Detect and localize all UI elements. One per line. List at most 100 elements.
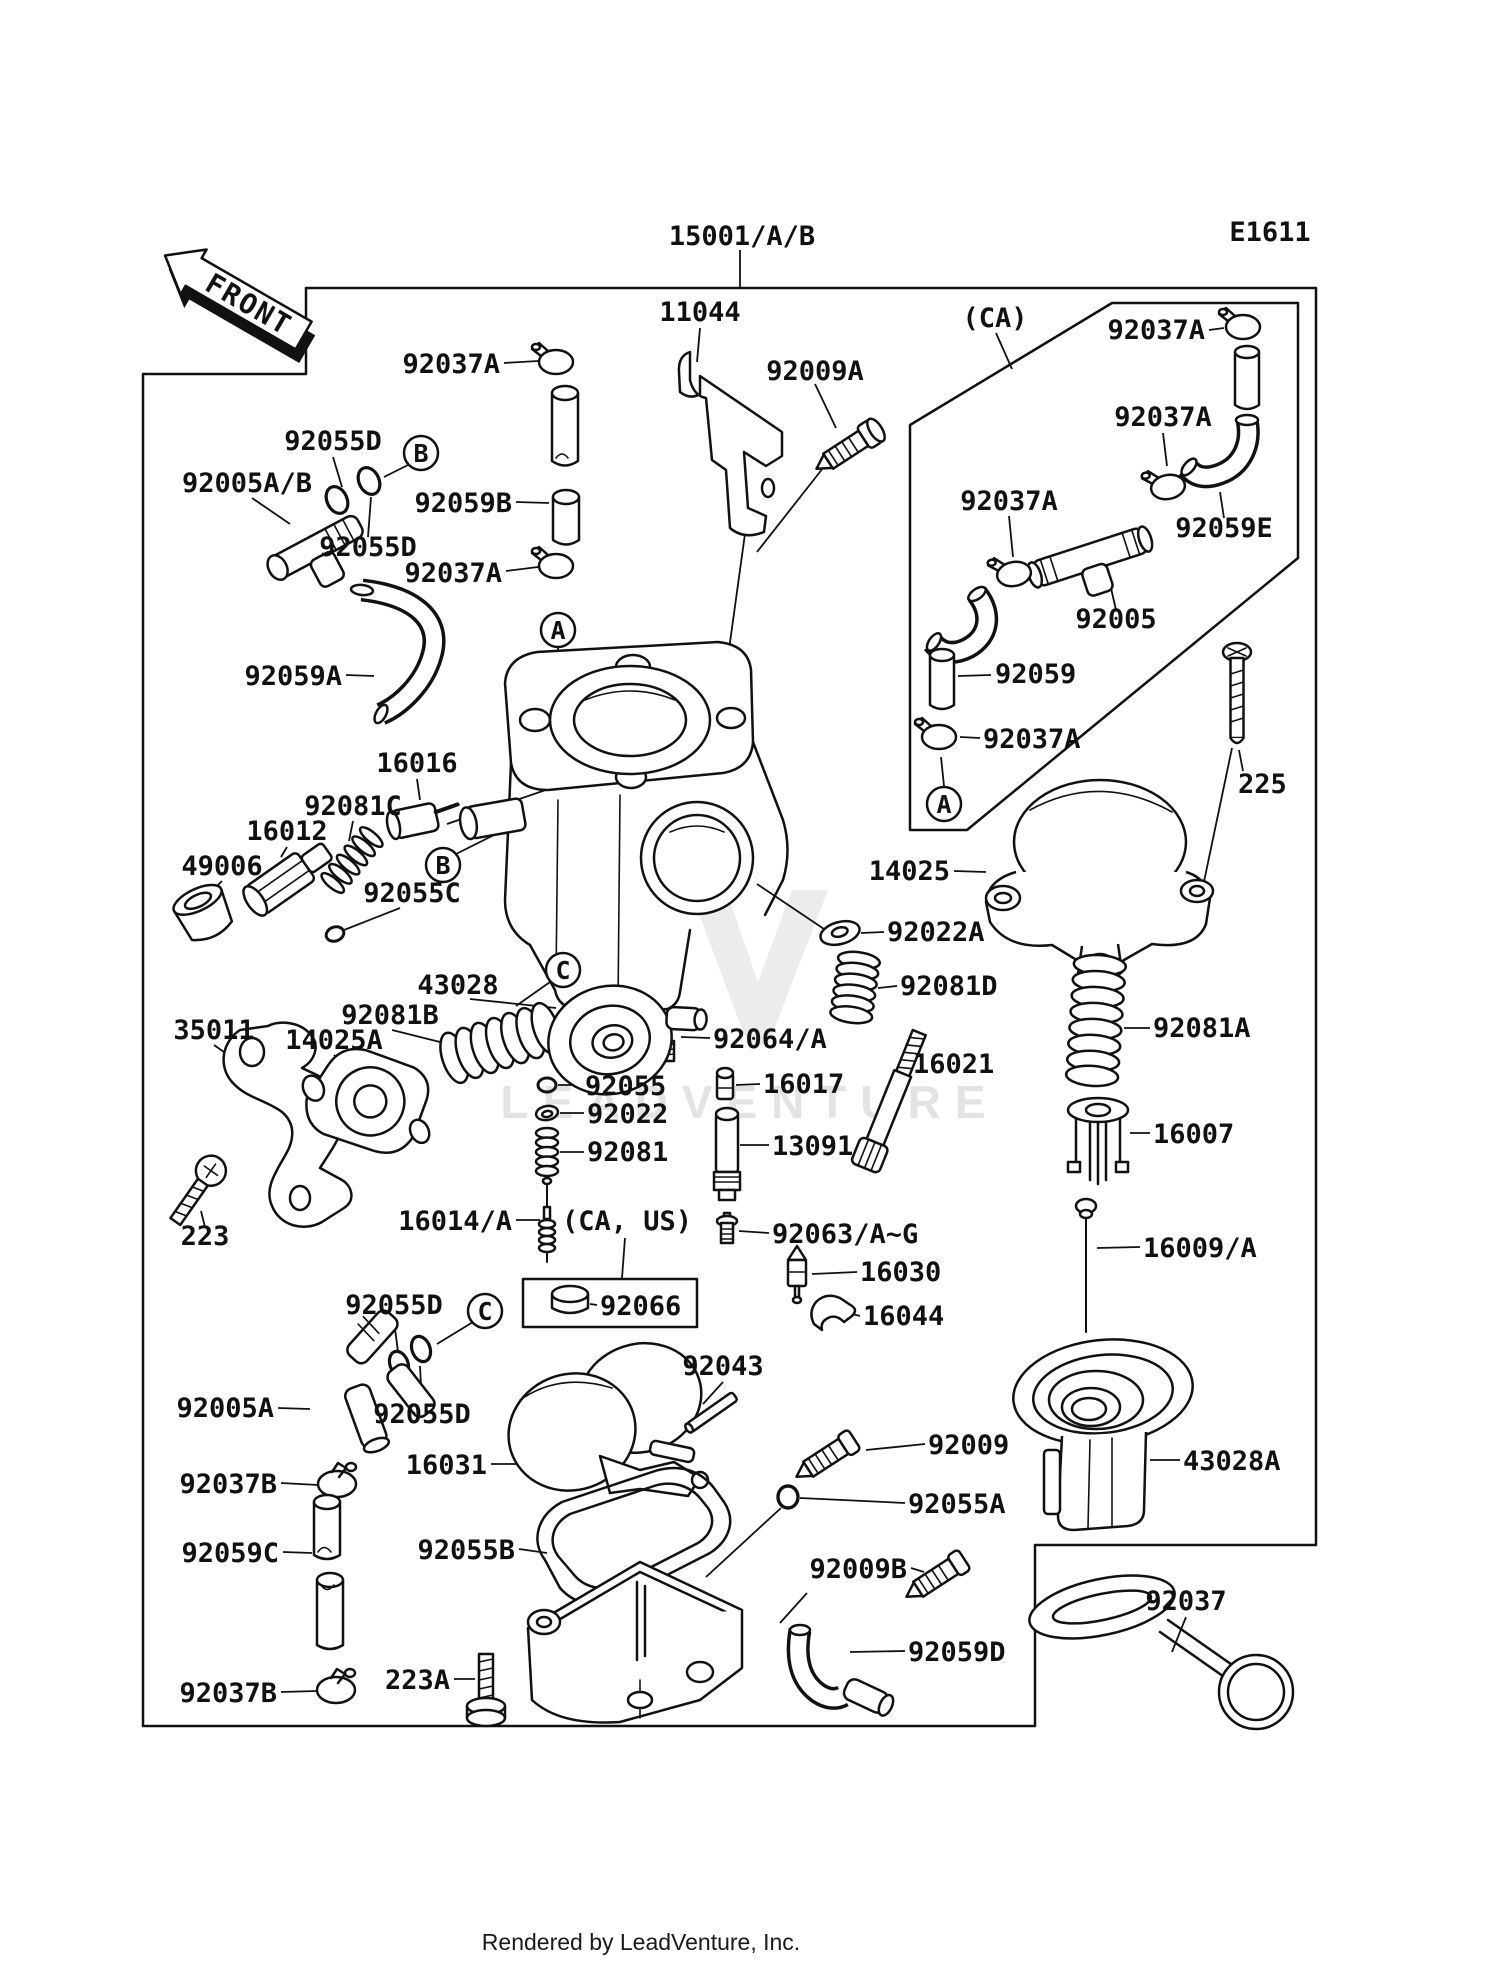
drawing-92066-plug [550, 1284, 590, 1315]
part-label-92059b: 92059B [414, 488, 512, 519]
part-label-92022: 92022 [587, 1099, 668, 1130]
part-label-92081: 92081 [587, 1137, 668, 1168]
part-label-92005: 92005 [1075, 604, 1156, 635]
part-label-92037a-4: 92037A [1114, 402, 1212, 433]
oring-92055d-4 [409, 1334, 433, 1364]
part-label-92055a: 92055A [908, 1489, 1006, 1520]
part-label-92037a-1: 92037A [402, 349, 500, 380]
fiche-code: E1611 [1229, 217, 1310, 248]
drawing-92009-screw [795, 1429, 861, 1479]
clamp-92037a-4 [1140, 469, 1187, 501]
part-label-92066: 92066 [600, 1291, 681, 1322]
leadventure-logo-icon [690, 890, 828, 1045]
part-label-92055d-4: 92055D [373, 1399, 471, 1430]
part-label-92081a: 92081A [1153, 1013, 1251, 1044]
drawing-92022a-washer [819, 919, 861, 947]
drawing-92059e-hose [1178, 413, 1260, 489]
part-label-92037a-5: 92037A [960, 486, 1058, 517]
part-label-92055b: 92055B [417, 1535, 515, 1566]
drawing-92059-tube [928, 647, 956, 711]
part-label-92059a: 92059A [244, 661, 342, 692]
part-label-92055d-2: 92055D [319, 532, 417, 563]
callout-circle-a-1: A [539, 611, 577, 649]
part-label-92037b-2: 92037B [179, 1678, 277, 1709]
drawing-11044-bracket [677, 350, 784, 537]
footer-credit: Rendered by LeadVenture, Inc. [482, 1929, 800, 1955]
part-label-92055: 92055 [585, 1071, 666, 1102]
drawing-92005-fitting [1026, 525, 1154, 597]
drawing-16031-floats [507, 1341, 710, 1498]
part-label-14025a: 14025A [285, 1025, 383, 1056]
drawing-92005a-fitting [343, 1309, 436, 1454]
page-title-group-code: 15001/A/B [669, 221, 815, 252]
drawing-16044-clip [810, 1294, 857, 1332]
drawing-ca-tube [1233, 344, 1261, 411]
part-label-16021: 16021 [913, 1049, 994, 1080]
drawing-92081-spring [534, 1126, 560, 1178]
clamp-92037a-3 [1217, 306, 1262, 341]
part-label-225: 225 [1238, 769, 1287, 800]
oring-92055 [536, 1076, 558, 1094]
part-label-35011: 35011 [173, 1015, 254, 1046]
oring-92055d-2 [356, 466, 382, 496]
drawing-223a-screw [465, 1652, 507, 1728]
clamp-92037a-2 [530, 545, 575, 580]
part-label-43028: 43028 [417, 970, 498, 1001]
callout-circle-a-2: A [925, 785, 963, 823]
part-label-16012: 16012 [246, 816, 327, 847]
drawing-float-bowl [526, 1560, 744, 1724]
drawing-16021-screw [850, 1028, 927, 1174]
drawing-43028-diaphragm [547, 984, 708, 1096]
drawing-13091-plunger [712, 1106, 742, 1202]
ca-us-region-border [521, 1277, 699, 1329]
drawing-14025-cover [984, 778, 1215, 983]
part-label-16017: 16017 [763, 1069, 844, 1100]
oring-92055d-1 [324, 485, 350, 515]
part-label-14025: 14025 [869, 856, 950, 887]
part-label-16030: 16030 [860, 1257, 941, 1288]
part-label-92037a-6: 92037A [983, 724, 1081, 755]
drawing-16030-needle-valve [786, 1244, 808, 1305]
region-label-ca-us: (CA, US) [562, 1206, 692, 1237]
drawing-16017-pin [715, 1066, 735, 1101]
part-label-43028a: 43028A [1183, 1446, 1281, 1477]
part-label-11044: 11044 [659, 297, 740, 328]
drawing-35011-bracket [222, 1021, 353, 1228]
drawing-92063-jet [715, 1211, 739, 1245]
callout-circle-b-1: B [402, 434, 440, 472]
drawing-92009b-screw [905, 1549, 971, 1599]
drawing-16012-screw [242, 842, 333, 917]
clamp-92037b-2 [315, 1667, 357, 1705]
drawing-14025a-cover [301, 1047, 431, 1154]
drawing-92009a-screw [815, 417, 886, 471]
part-label-92059d: 92059D [908, 1637, 1006, 1668]
front-direction-arrow: FRONT [163, 248, 316, 364]
region-label-ca: (CA) [962, 303, 1027, 334]
part-label-92005a: 92005A [176, 1393, 274, 1424]
drawing-92081c-spring [320, 825, 384, 895]
diagram-border [141, 286, 1318, 1728]
drawing-223-screw [169, 1154, 228, 1227]
part-label-92059: 92059 [995, 659, 1076, 690]
part-label-92059e: 92059E [1175, 513, 1273, 544]
drawing-92059c-tubes [312, 1493, 345, 1651]
part-label-16014a: 16014/A [398, 1206, 512, 1237]
drawing-92059b-tubes [550, 384, 581, 546]
drawing-92059d-hose [786, 1623, 895, 1717]
drawing-92081a-spring [1064, 953, 1128, 1088]
drawing-16014a-needle [537, 1176, 557, 1263]
callout-a-label: A [936, 790, 951, 819]
part-label-16044: 16044 [863, 1301, 944, 1332]
part-label-16009a: 16009/A [1143, 1233, 1257, 1264]
part-label-92037b-1: 92037B [179, 1469, 277, 1500]
drawing-92037-drain-pull [1028, 1574, 1295, 1731]
part-label-16031: 16031 [406, 1450, 487, 1481]
drawing-92081b-spring [439, 1001, 561, 1085]
drawing-carburetor-body [458, 640, 789, 1014]
part-label-92009b: 92009B [809, 1554, 907, 1585]
callout-c-label: C [477, 1297, 492, 1326]
drawing-43028a-diaphragm [1012, 1338, 1194, 1532]
part-label-92063ag: 92063/A~G [772, 1219, 918, 1250]
part-label-92055d-1: 92055D [284, 426, 382, 457]
